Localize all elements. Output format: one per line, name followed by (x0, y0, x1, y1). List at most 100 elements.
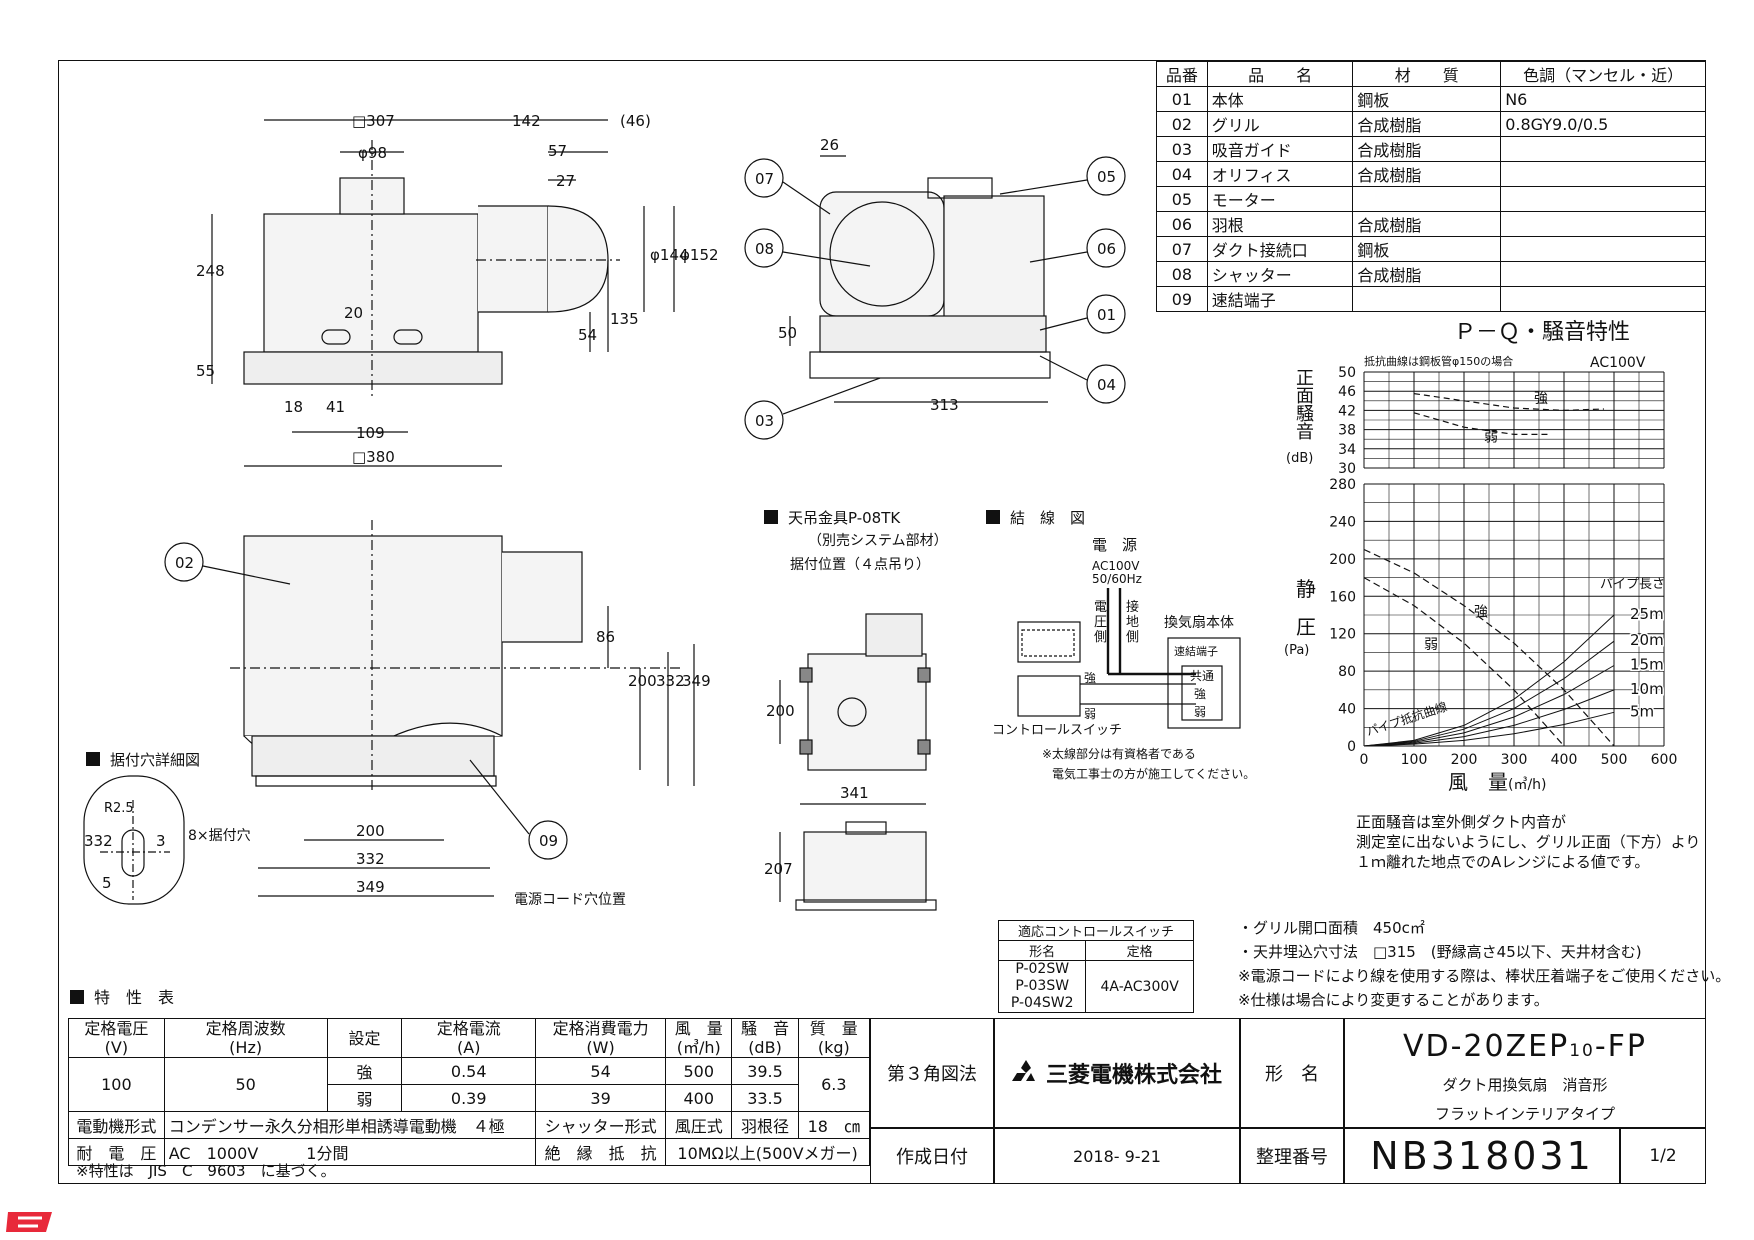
model-name: VD-20ZEP10-FP (1402, 1029, 1648, 1064)
spec-insulation-label: 絶 縁 抵 抗 (534, 1138, 667, 1166)
pipe-curve-label: 25m (1630, 605, 1664, 623)
chart-xlabel: 風 量(㎥/h) (1448, 770, 1547, 794)
pipe-curve-label: 10m (1630, 680, 1664, 698)
pipe-curve-label: 20m (1630, 631, 1664, 649)
parts-cell: 03 (1156, 136, 1208, 162)
hanger-drawing (779, 613, 937, 911)
pressure-xtick: 500 (1601, 752, 1628, 768)
switch-table-title: 適応コントロールスイッチ (998, 920, 1194, 941)
model-desc1: ダクト用換気扇 消音形 (1442, 1076, 1608, 1094)
pressure-ylabel: 静圧 (1296, 577, 1316, 639)
spec-setting: 強 (326, 1057, 403, 1085)
parts-cell: 吸音ガイド (1206, 136, 1354, 162)
side-view (789, 155, 1051, 403)
dim-text: 41 (326, 398, 345, 416)
wiring-term-weak: 弱 (1194, 705, 1207, 719)
parts-cell: 合成樹脂 (1352, 261, 1502, 287)
parts-cell (1352, 286, 1502, 312)
dim-text: 142 (512, 112, 541, 130)
wiring-note1: ※太線部分は有資格者である (1042, 747, 1196, 761)
dim-text: 3 (156, 832, 166, 850)
spec-header: 定格電流(A) (401, 1018, 536, 1058)
pipe-curve-label: 15m (1630, 656, 1664, 674)
noise-unit: (dB) (1286, 451, 1314, 466)
parts-cell: 02 (1156, 111, 1208, 137)
spec-blade: 18 ㎝ (797, 1111, 871, 1139)
spec-title: 特 性 表 (70, 990, 174, 1006)
pressure-ytick: 0 (1347, 739, 1356, 755)
noise-ytick: 30 (1338, 461, 1356, 477)
parts-cell: 09 (1156, 286, 1208, 312)
spec-header: 風 量(㎥/h) (665, 1018, 733, 1058)
callouts (164, 156, 1126, 860)
parts-cell: 羽根 (1206, 211, 1354, 237)
spec-withstand-label: 耐 電 圧 (68, 1138, 165, 1166)
dim-text: 207 (764, 860, 793, 878)
pressure-ytick: 200 (1329, 552, 1356, 568)
spec-current: 0.39 (401, 1084, 536, 1112)
wiring-title: 結 線 図 (986, 510, 1085, 526)
switch-rating: 4A-AC300V (1085, 960, 1194, 1013)
wiring-term-strong: 強 (1194, 687, 1207, 701)
spec-noise: 33.5 (731, 1084, 799, 1112)
pipe-curve (1363, 640, 1615, 747)
switch-header-model: 形名 (997, 940, 1087, 961)
pipe-length-label: パイプ長さ (1600, 577, 1665, 592)
parts-cell: オリフィス (1206, 161, 1354, 187)
dim-text: φ144 (650, 246, 689, 264)
mount-hole-label: 8×据付穴 (188, 828, 251, 844)
pressure-ytick: 120 (1329, 627, 1356, 643)
parts-header: 品 名 (1206, 61, 1354, 87)
parts-cell: 06 (1156, 211, 1208, 237)
pressure-series-label: 弱 (1424, 637, 1438, 653)
dim-text: 27 (556, 172, 575, 190)
parts-cell: N6 (1500, 86, 1706, 112)
callout-label: 04 (1097, 376, 1116, 394)
spec-power: 39 (534, 1084, 667, 1112)
noise-series-line (1413, 393, 1605, 412)
projection: 第３角図法 (870, 1018, 994, 1128)
parts-cell: ダクト接続口 (1206, 236, 1354, 262)
hanger-sub1: （別売システム部材） (808, 533, 948, 549)
spec-voltage: 100 (68, 1057, 165, 1112)
dim-text: 18 (284, 398, 303, 416)
spec-header: 定格消費電力(W) (534, 1018, 667, 1058)
pipe-curve (1363, 614, 1615, 747)
wiring-diagram-lines (1017, 588, 1241, 729)
chart-title: Ｐ－Ｑ・騒音特性 (1454, 320, 1631, 345)
noise-series-label: 強 (1534, 391, 1548, 407)
pressure-ytick: 40 (1338, 702, 1356, 718)
date-label: 作成日付 (870, 1128, 994, 1184)
callout-label: 03 (755, 412, 774, 430)
wiring-weak: 弱 (1084, 707, 1097, 721)
parts-cell: 速結端子 (1206, 286, 1354, 312)
dim-text: φ98 (358, 144, 387, 162)
corner-mark-icon (6, 1212, 52, 1232)
pressure-ytick: 80 (1338, 664, 1356, 680)
pressure-series-line (1363, 577, 1565, 747)
pressure-xtick: 100 (1401, 752, 1428, 768)
spec-table: 定格電圧(V)定格周波数(Hz)設定定格電流(A)定格消費電力(W)風 量(㎥/… (68, 1018, 871, 1166)
parts-cell: 合成樹脂 (1352, 136, 1502, 162)
dim-text: 50 (778, 324, 797, 342)
hanger-title: 天吊金具P-08TK (764, 510, 900, 526)
model-desc2: フラットインテリアタイプ (1434, 1105, 1615, 1123)
drawing-number: NB318031 (1344, 1128, 1620, 1184)
mitsubishi-logo-icon (1011, 1060, 1035, 1081)
dim-text: 332 (84, 832, 113, 850)
noise-ylabel: 正面騒音 (1296, 368, 1314, 443)
noise-ytick: 38 (1338, 423, 1356, 439)
switch-header-rating: 定格 (1085, 940, 1194, 961)
cord-hole-label: 電源コード穴位置 (514, 892, 626, 908)
spec-mass: 6.3 (797, 1057, 871, 1112)
pressure-xtick: 200 (1451, 752, 1478, 768)
dim-text: 57 (548, 142, 567, 160)
spec-noise: 39.5 (731, 1057, 799, 1085)
model-cell: VD-20ZEP10-FP ダクト用換気扇 消音形 フラットインテリアタイプ (1344, 1018, 1706, 1128)
pipe-curve (1363, 689, 1615, 747)
